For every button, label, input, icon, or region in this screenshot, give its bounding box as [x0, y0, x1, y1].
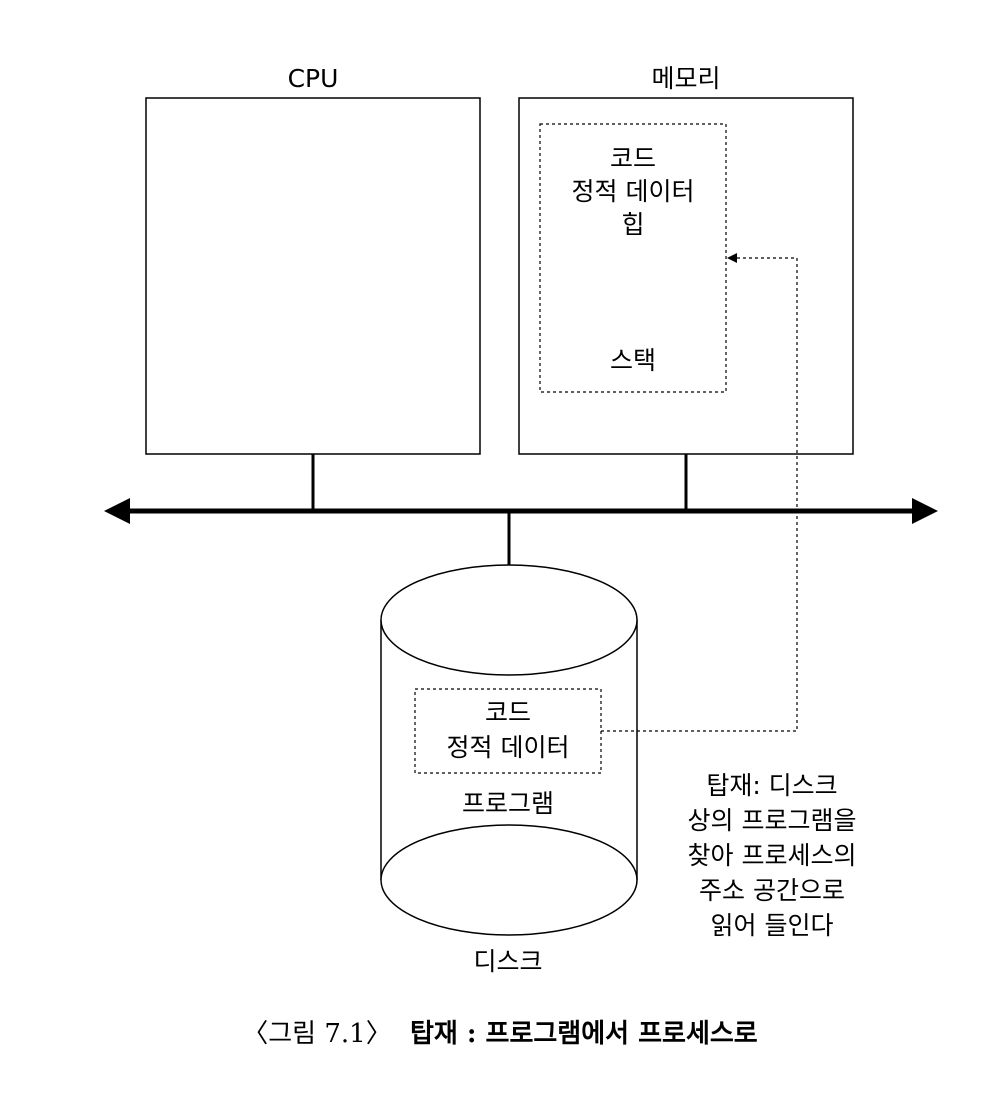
- figure-title: 탑재 : 프로그램에서 프로세스로: [410, 1019, 758, 1049]
- system-bus: [104, 454, 938, 565]
- load-arrow: [601, 253, 798, 732]
- bus-right-arrowhead: [912, 498, 938, 524]
- disk-code-label: 코드: [485, 698, 531, 727]
- loading-annotation: 탑재: 디스크 상의 프로그램을 찾아 프로세스의 주소 공간으로 읽어 들인다: [688, 771, 857, 940]
- cpu-block: CPU: [145, 64, 481, 455]
- annotation-line-4: 주소 공간으로: [699, 876, 845, 905]
- annotation-line-2: 상의 프로그램을: [688, 806, 857, 835]
- annotation-line-1: 탑재: 디스크: [706, 771, 837, 800]
- program-label: 프로그램: [462, 789, 554, 818]
- bus-left-arrowhead: [104, 498, 130, 524]
- memory-code-label: 코드: [610, 144, 656, 173]
- figure-number: 〈그림 7.1〉: [242, 1019, 391, 1049]
- memory-label: 메모리: [651, 64, 720, 93]
- memory-heap-label: 힙: [621, 210, 644, 239]
- figure-caption: 〈그림 7.1〉 탑재 : 프로그램에서 프로세스로: [242, 1019, 758, 1049]
- memory-stack-label: 스택: [610, 346, 656, 375]
- memory-box: [518, 97, 854, 455]
- cpu-label: CPU: [288, 64, 339, 93]
- disk-bottom-ellipse: [380, 824, 638, 936]
- process-address-space: [539, 123, 727, 393]
- disk-top-ellipse: [380, 564, 638, 676]
- disk-label: 디스크: [473, 947, 542, 976]
- disk-cylinder: 코드 정적 데이터 프로그램 디스크: [380, 564, 638, 976]
- cpu-box: [145, 97, 481, 455]
- disk-static-data-label: 정적 데이터: [447, 733, 570, 762]
- memory-block: 메모리 코드 정적 데이터 힙 스택: [518, 64, 854, 455]
- memory-static-data-label: 정적 데이터: [572, 177, 695, 206]
- annotation-line-5: 읽어 들인다: [711, 911, 834, 940]
- annotation-line-3: 찾아 프로세스의: [688, 841, 857, 870]
